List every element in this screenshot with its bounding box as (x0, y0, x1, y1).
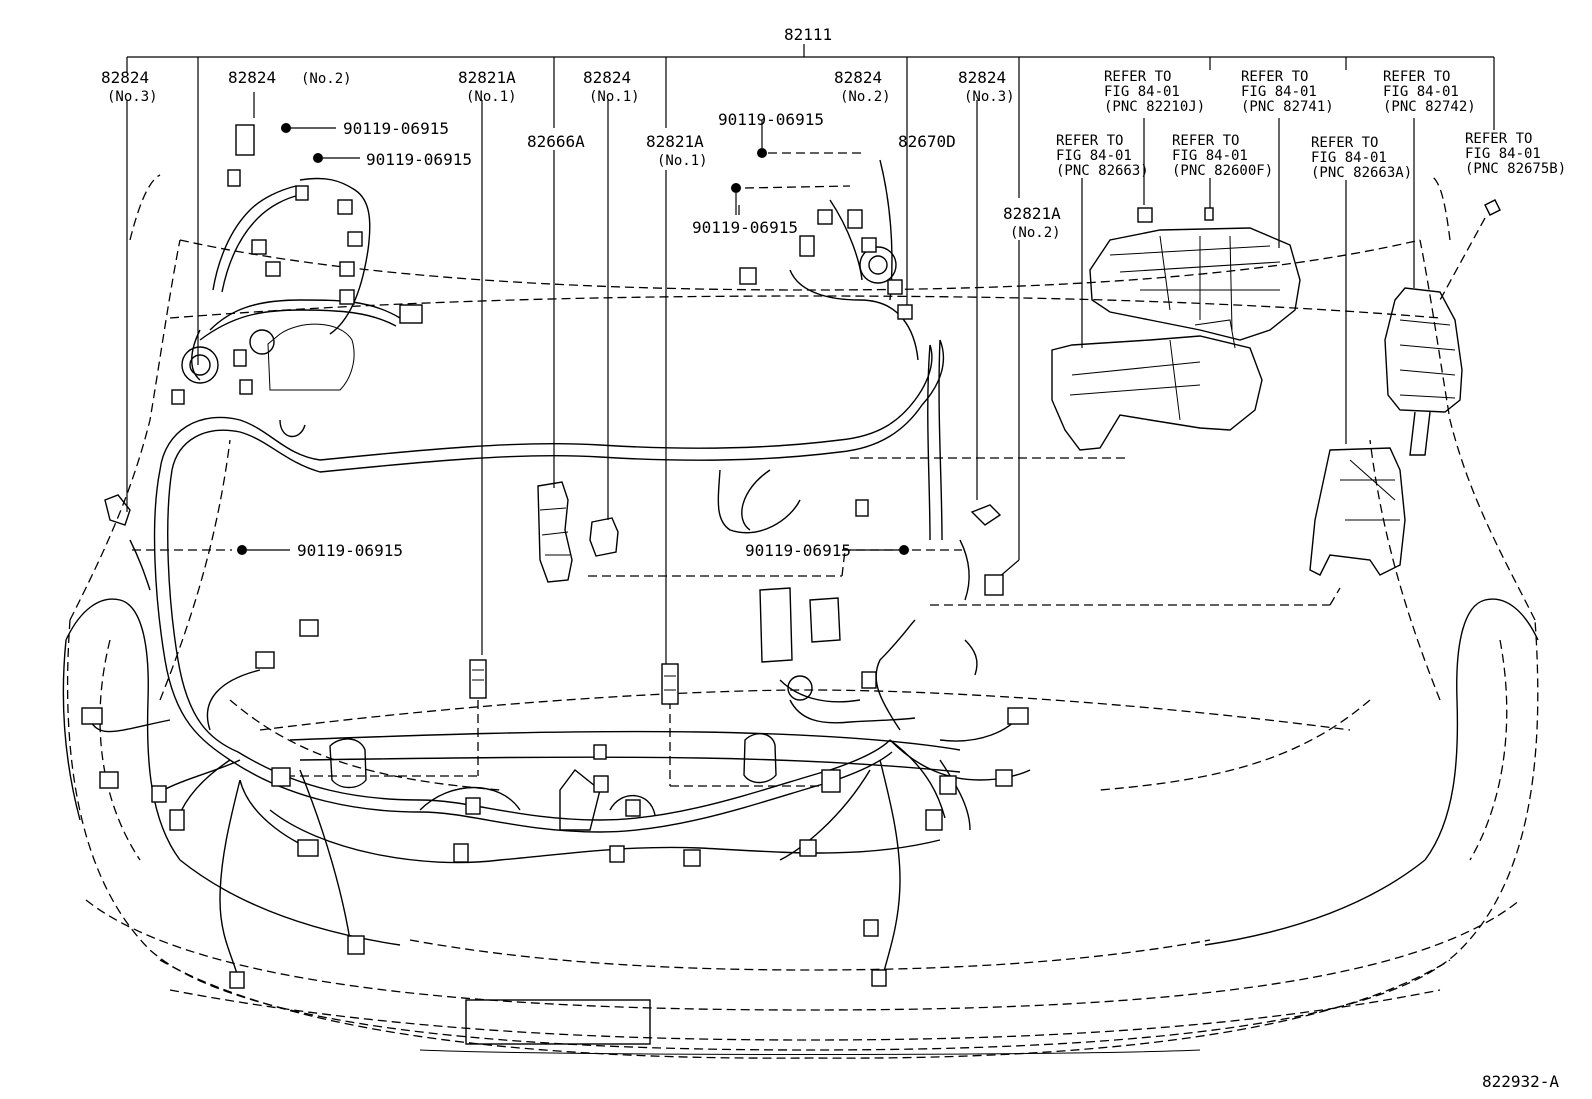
part-sublabel-82824-no2-left: (No.2) (301, 71, 352, 87)
refer-note-82675b: REFER TO FIG 84-01 (PNC 82675B) (1465, 131, 1567, 177)
bolt-label-6: 90119-06915 (745, 541, 851, 560)
part-sublabel-82824-no3-right: (No.3) (964, 89, 1015, 105)
bolt-symbols (237, 120, 909, 555)
refer-note-82663: REFER TO FIG 84-01 (PNC 82663) (1056, 133, 1149, 179)
part-sublabel-82821a-no1-a: (No.1) (466, 89, 517, 105)
refer-note-82742: REFER TO FIG 84-01 (PNC 82742) (1383, 69, 1476, 115)
bolt-glyph (237, 545, 290, 555)
bolt-label-3: 90119-06915 (718, 110, 824, 129)
part-label-82824-no3-right: 82824 (958, 68, 1007, 87)
bolt-glyph (757, 120, 767, 158)
relay-block-upper (1089, 207, 1301, 341)
bolt-glyph (842, 545, 909, 555)
fuse-block-82663a (1309, 447, 1406, 576)
part-sublabel-82824-no2-right: (No.2) (840, 89, 891, 105)
part-sublabel-82824-no3-left: (No.3) (107, 89, 158, 105)
right-fender (1204, 598, 1539, 946)
license-plate-area (419, 999, 1201, 1055)
lower-harness (89, 619, 1031, 986)
refer-note-82741: REFER TO FIG 84-01 (PNC 82741) (1241, 69, 1334, 115)
part-sublabel-82821a-no2: (No.2) (1010, 225, 1061, 241)
main-harness-part-label: 82111 (784, 25, 833, 44)
bolt-label-4: 90119-06915 (692, 218, 798, 237)
bolt-label-5: 90119-06915 (297, 541, 403, 560)
connectors (81, 124, 1029, 989)
fuse-block-82742 (1384, 199, 1501, 456)
right-bracket (959, 504, 1004, 676)
bolt-glyph (281, 123, 336, 133)
vehicle-outline (66, 174, 1539, 1059)
upper-left-harness (181, 177, 401, 438)
bolt-label-1: 90119-06915 (343, 119, 449, 138)
part-label-82666a: 82666A (527, 132, 585, 151)
part-sublabel-82821a-no1-b: (No.1) (657, 153, 708, 169)
main-harness-left (153, 339, 945, 761)
part-label-82824-no3-left: 82824 (101, 68, 150, 87)
leader-lines (126, 70, 1495, 665)
part-label-82821a-no1-b: 82821A (646, 132, 704, 151)
refer-note-82663a: REFER TO FIG 84-01 (PNC 82663A) (1311, 135, 1413, 181)
bolt-label-2: 90119-06915 (366, 150, 472, 169)
part-sublabel-82824-no1: (No.1) (589, 89, 640, 105)
center-modules (469, 481, 841, 705)
part-label-82821a-no1-a: 82821A (458, 68, 516, 87)
part-label-82821a-no2: 82821A (1003, 204, 1061, 223)
left-bracket (104, 494, 151, 591)
main-part-bracket (126, 44, 1495, 198)
refer-note-82600f: REFER TO FIG 84-01 (PNC 82600F) (1172, 133, 1274, 179)
part-label-82824-no1: 82824 (583, 68, 632, 87)
part-label-82824-no2-right: 82824 (834, 68, 883, 87)
bolt-glyph (731, 183, 741, 215)
refer-note-82210j: REFER TO FIG 84-01 (PNC 82210J) (1104, 69, 1206, 115)
relay-block-lower (1051, 319, 1263, 451)
figure-code: 822932-A (1482, 1072, 1560, 1091)
part-label-82824-no2-left: 82824 (228, 68, 277, 87)
bolt-glyph (313, 153, 360, 163)
part-label-82670d: 82670D (898, 132, 956, 151)
